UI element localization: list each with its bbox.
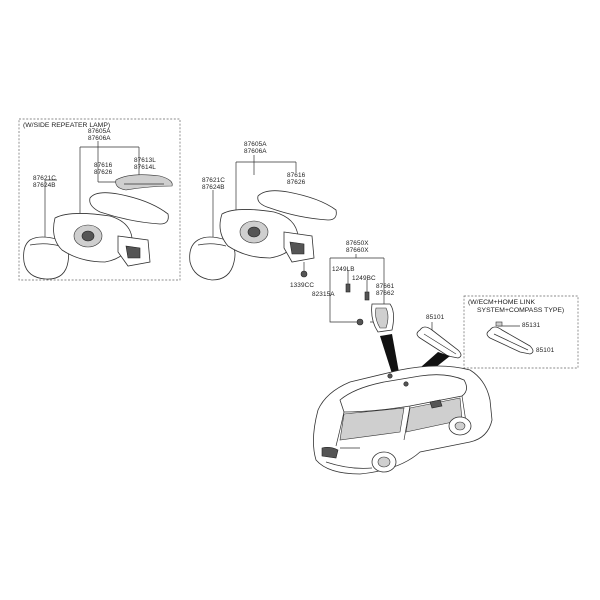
windshield-mount-point-2 xyxy=(403,381,409,387)
suv-illustration xyxy=(313,365,493,475)
car-side-mirror xyxy=(429,399,443,409)
ecm-cover-85131 xyxy=(495,321,503,327)
rearview-mirror-edge xyxy=(423,333,457,355)
inner-label-85101: 85101 xyxy=(426,314,445,321)
middle-label-1339cc: 1339CC xyxy=(290,282,315,289)
repeater-lamp-frame xyxy=(18,118,181,281)
middle-label-87605a: 87605A xyxy=(244,141,267,148)
left-label-87605a: 87605A xyxy=(88,128,111,135)
middle-label-87606a: 87606A xyxy=(244,148,267,155)
car-front-hub xyxy=(454,421,466,431)
inner-label-87650x: 87650X xyxy=(346,240,369,247)
mount-cover-inner xyxy=(375,307,389,329)
repeater-lamp-title: (W/SIDE REPEATER LAMP) xyxy=(23,122,111,129)
car-rear-window xyxy=(339,407,405,441)
ecm-mirror-group xyxy=(463,295,579,369)
inner-label-87662: 87662 xyxy=(376,290,395,297)
bolt-82315a xyxy=(356,318,364,326)
left-label-87613l: 87613L xyxy=(134,157,156,164)
inner-frame-lines xyxy=(329,254,385,323)
left-repeater-lamp xyxy=(115,174,173,191)
inner-label-87660x: 87660X xyxy=(346,247,369,254)
left-scalp-cover xyxy=(89,192,169,225)
inner-label-87661: 87661 xyxy=(376,283,395,290)
screw-1339cc xyxy=(300,270,308,278)
inner-screw-leaders xyxy=(347,270,368,292)
left-label-87626: 87626 xyxy=(94,169,113,176)
left-label-87624b: 87624B xyxy=(33,182,56,189)
ecm-rearview-mirror xyxy=(486,326,534,355)
left-glass-leader xyxy=(44,179,57,240)
middle-label-87626: 87626 xyxy=(287,179,306,186)
ecm-label-85101: 85101 xyxy=(536,347,555,354)
left-motor-center xyxy=(81,230,95,242)
middle-motor-center xyxy=(247,226,261,238)
windshield-mount-point-1 xyxy=(387,373,393,379)
ecm-mirror-edge xyxy=(493,333,529,351)
car-bumper-lines xyxy=(325,447,373,469)
middle-label-87616: 87616 xyxy=(287,172,306,179)
inner-label-82315a: 82315A xyxy=(312,291,335,298)
ecm-title-line-2: SYSTEM+COMPASS TYPE) xyxy=(477,307,565,314)
pointer-to-windshield-1 xyxy=(380,334,400,380)
middle-scalp-cover xyxy=(257,190,337,221)
left-label-87621c: 87621C xyxy=(33,175,56,182)
car-taillight xyxy=(321,447,339,459)
left-bracket-connector xyxy=(125,245,141,259)
middle-label-87624b: 87624B xyxy=(202,184,225,191)
left-glass-highlight xyxy=(29,243,61,247)
middle-bracket-connector xyxy=(289,241,305,255)
left-label-87614l: 87614L xyxy=(134,164,156,171)
car-rear-hub xyxy=(377,456,391,468)
ecm-label-85131: 85131 xyxy=(522,322,541,329)
car-roof xyxy=(339,374,467,413)
left-mirror-group xyxy=(18,118,181,281)
middle-mirror-group xyxy=(189,155,337,281)
left-leader-lines xyxy=(79,141,140,218)
screw-1249lb xyxy=(345,283,351,293)
middle-leader-lines xyxy=(235,155,297,212)
middle-glass-highlight xyxy=(197,243,227,247)
middle-label-87621c: 87621C xyxy=(202,177,225,184)
ecm-title-line-1: (W/ECM+HOME LINK xyxy=(468,299,536,306)
left-label-87606a: 87606A xyxy=(88,135,111,142)
ecm-frame xyxy=(463,295,579,369)
inner-label-1249lb: 1249LB xyxy=(332,266,355,273)
left-label-87616: 87616 xyxy=(94,162,113,169)
inner-label-1249bc: 1249BC xyxy=(352,275,376,282)
screw-1249bc xyxy=(364,291,370,301)
